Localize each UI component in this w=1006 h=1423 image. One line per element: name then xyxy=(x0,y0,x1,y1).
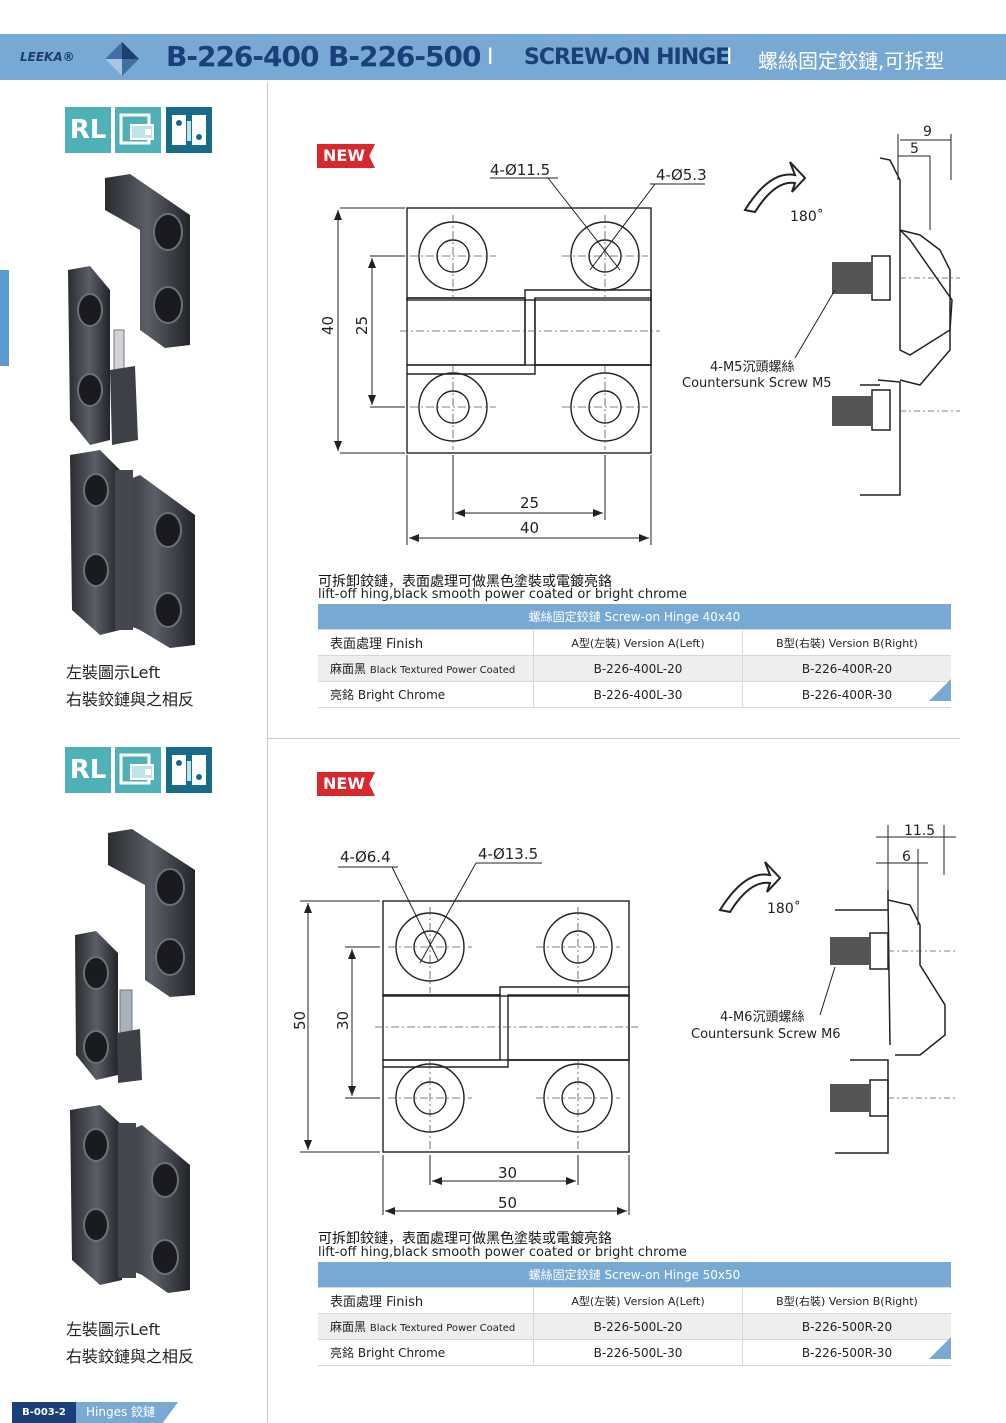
caption-cn: 可拆卸鉸鏈，表面處理可做黑色塗裝或電鍍亮鉻 xyxy=(318,1231,612,1247)
col-version-b: B型(右裝) Version B(Right) xyxy=(742,1287,951,1314)
spec-table-400: 螺絲固定鉸鏈 Screw-on Hinge 40x40 表面處理 Finish … xyxy=(318,604,951,708)
dim-hole-large: 4-Ø13.5 xyxy=(478,845,538,863)
technical-drawing-400: 4-Ø11.5 4-Ø5.3 40 25 25 40 9 5 180˚ 4-M5… xyxy=(319,124,960,545)
assembly-type-icon xyxy=(166,747,212,793)
part-number-a: B-226-400L-30 xyxy=(533,681,743,708)
hinge-exploded-illustration xyxy=(68,174,195,648)
new-badge: NEW xyxy=(317,772,375,796)
header-title-cn: 螺絲固定鉸鏈,可拆型 xyxy=(758,49,945,73)
left-note-line2: 右裝鉸鏈與之相反 xyxy=(66,1347,195,1366)
part-number-a: B-226-400L-20 xyxy=(533,655,743,682)
col-version-a: A型(左裝) Version A(Left) xyxy=(533,629,743,656)
new-badge: NEW xyxy=(317,144,375,168)
screw-spec-en: Countersunk Screw M5 xyxy=(682,376,832,391)
rotation-angle: 180˚ xyxy=(790,208,824,225)
brand-logo: LEEKA® xyxy=(20,50,75,64)
dim-width-inner: 30 xyxy=(498,1164,517,1182)
diamond-logo-icon xyxy=(105,42,139,76)
screw-spec-cn: 4-M6沉頭螺絲 xyxy=(720,1010,804,1025)
table-row: 麻面黑 Black Textured Power Coated B-226-40… xyxy=(318,655,951,682)
left-note-line2: 右裝鉸鏈與之相反 xyxy=(66,690,195,709)
rl-badge: RL xyxy=(65,747,111,793)
finish-en: Black Textured Power Coated xyxy=(369,665,516,676)
screw-spec-en: Countersunk Screw M6 xyxy=(691,1027,841,1042)
dim-height: 40 xyxy=(319,316,337,335)
finish-cn: 麻面黑 xyxy=(330,662,367,676)
header-separator: I xyxy=(726,45,733,70)
header-separator: I xyxy=(487,45,494,70)
caption-cn: 可拆卸鉸鏈，表面處理可做黑色塗裝或電鍍亮鉻 xyxy=(318,574,612,590)
part-number-a: B-226-500L-20 xyxy=(533,1313,743,1340)
part-number-a: B-226-500L-30 xyxy=(533,1339,743,1366)
spec-table-500: 螺絲固定鉸鏈 Screw-on Hinge 50x50 表面處理 Finish … xyxy=(318,1262,951,1366)
column-divider xyxy=(267,82,268,1423)
part-number-b: B-226-400R-20 xyxy=(742,655,951,682)
part-number-b: B-226-500R-20 xyxy=(742,1313,951,1340)
dim-width: 50 xyxy=(498,1194,517,1212)
dim-offset-11: 11.5 xyxy=(904,823,935,839)
dim-width-inner: 25 xyxy=(520,494,539,512)
dim-height-inner: 30 xyxy=(334,1011,352,1030)
finish-en: Black Textured Power Coated xyxy=(369,1323,516,1334)
page-category: Hinges 鉸鏈 xyxy=(76,1402,178,1423)
dim-offset-6: 6 xyxy=(902,849,911,865)
model-number-2: B-226-500 xyxy=(328,40,481,73)
finish-cn: 麻面黑 xyxy=(330,1320,367,1334)
finish-en: Bright Chrome xyxy=(357,688,446,702)
finish-cn: 亮銘 xyxy=(330,688,355,702)
finish-en: Bright Chrome xyxy=(357,1346,446,1360)
dim-hole-small: 4-Ø6.4 xyxy=(340,848,391,866)
dim-height: 50 xyxy=(291,1011,309,1030)
screw-spec-cn: 4-M5沉頭螺絲 xyxy=(710,360,794,375)
table-row: 亮銘 Bright Chrome B-226-500L-30 B-226-500… xyxy=(318,1339,951,1366)
left-note-line1: 左裝圖示Left xyxy=(66,1320,161,1339)
col-version-b: B型(右裝) Version B(Right) xyxy=(742,629,951,656)
table-title: 螺絲固定鉸鏈 Screw-on Hinge 50x50 xyxy=(318,1262,951,1288)
part-number-b: B-226-400R-30 xyxy=(742,681,951,708)
col-finish: 表面處理 Finish xyxy=(318,1287,534,1314)
dim-hole-small: 4-Ø5.3 xyxy=(656,166,707,184)
header-bar xyxy=(0,34,1006,80)
table-title: 螺絲固定鉸鏈 Screw-on Hinge 40x40 xyxy=(318,604,951,630)
table-row: 亮銘 Bright Chrome B-226-400L-30 B-226-400… xyxy=(318,681,951,708)
dim-height-inner: 25 xyxy=(353,316,371,335)
table-row: 麻面黑 Black Textured Power Coated B-226-50… xyxy=(318,1313,951,1340)
dim-width: 40 xyxy=(520,519,539,537)
technical-drawing-500: 4-Ø6.4 4-Ø13.5 50 30 30 50 11.5 6 180˚ 4… xyxy=(291,823,956,1215)
rl-badge: RL xyxy=(65,107,111,153)
hinge-exploded-illustration xyxy=(70,829,195,1293)
mount-type-icon xyxy=(115,747,161,793)
dim-hole-large: 4-Ø11.5 xyxy=(490,161,550,179)
caption-en: lift-off hing,black smooth power coated … xyxy=(318,587,687,602)
part-number-b: B-226-500R-30 xyxy=(742,1339,951,1366)
assembly-type-icon xyxy=(166,107,212,153)
model-number-1: B-226-400 xyxy=(166,40,319,73)
rotation-angle: 180˚ xyxy=(767,900,801,917)
mount-type-icon xyxy=(115,107,161,153)
section-divider xyxy=(268,738,960,739)
side-accent-bar xyxy=(0,270,9,366)
left-note-line1: 左裝圖示Left xyxy=(66,663,161,682)
finish-cn: 亮銘 xyxy=(330,1346,355,1360)
dim-offset-9: 9 xyxy=(923,124,932,140)
caption-en: lift-off hing,black smooth power coated … xyxy=(318,1245,687,1260)
dim-offset-5: 5 xyxy=(910,141,919,157)
header-title-en: SCREW-ON HINGE xyxy=(524,45,730,70)
col-version-a: A型(左裝) Version A(Left) xyxy=(533,1287,743,1314)
page-code: B-003-2 xyxy=(12,1402,76,1423)
col-finish: 表面處理 Finish xyxy=(318,629,534,656)
